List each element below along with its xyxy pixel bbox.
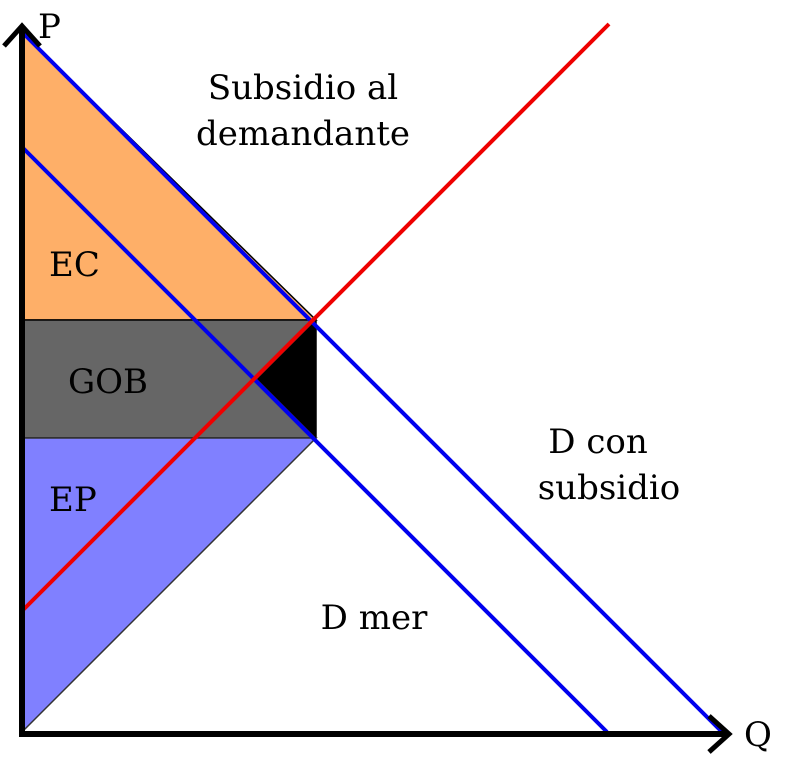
deadweight-loss-area: [257, 320, 316, 438]
market-demand-label: D mer: [321, 598, 428, 638]
market-demand-line: [20, 145, 609, 734]
demand-subsidy-label-line-2: subsidio: [538, 468, 681, 508]
title-line-1: Subsidio al: [208, 68, 398, 108]
demand-subsidy-label-line-1: D con: [548, 422, 647, 462]
y-axis-label: P: [38, 7, 61, 47]
y-axis-arrowhead: [2, 22, 42, 48]
demand-with-subsidy-line: [20, 30, 726, 736]
x-axis-label: Q: [744, 715, 772, 755]
supply-line: [20, 22, 611, 613]
x-axis-arrowhead: [707, 714, 733, 754]
producer-surplus-label: EP: [49, 480, 97, 520]
government-label: GOB: [68, 362, 148, 402]
consumer-surplus-label: EC: [49, 245, 100, 285]
title-line-2: demandante: [196, 114, 410, 154]
